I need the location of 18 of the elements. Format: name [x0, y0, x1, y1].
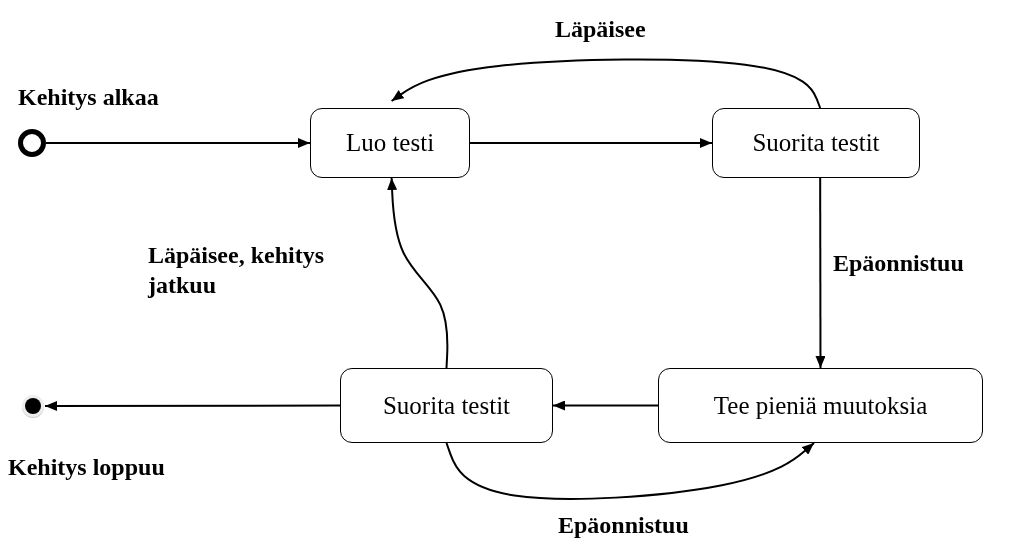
arrow [45, 138, 311, 148]
state-caption: Kehitys alkaa [18, 83, 159, 112]
arrow [44, 401, 341, 411]
edge-label: Epäonnistuu [833, 249, 964, 278]
state-box: Luo testi [310, 108, 470, 178]
state-box: Tee pieniä muutoksia [658, 368, 983, 443]
state-box: Suorita testit [712, 108, 920, 178]
state-box: Suorita testit [340, 368, 553, 443]
arrow [445, 442, 815, 500]
arrow [552, 400, 659, 411]
edge-label: Läpäisee, kehitys jatkuu [148, 241, 325, 300]
state-caption: Kehitys loppuu [8, 453, 165, 482]
arrow [815, 177, 826, 369]
arrow [469, 138, 713, 148]
edge-label: Läpäisee [555, 15, 646, 44]
arrow [387, 177, 449, 369]
arrow [390, 58, 822, 109]
edge-label: Epäonnistuu [558, 511, 689, 540]
